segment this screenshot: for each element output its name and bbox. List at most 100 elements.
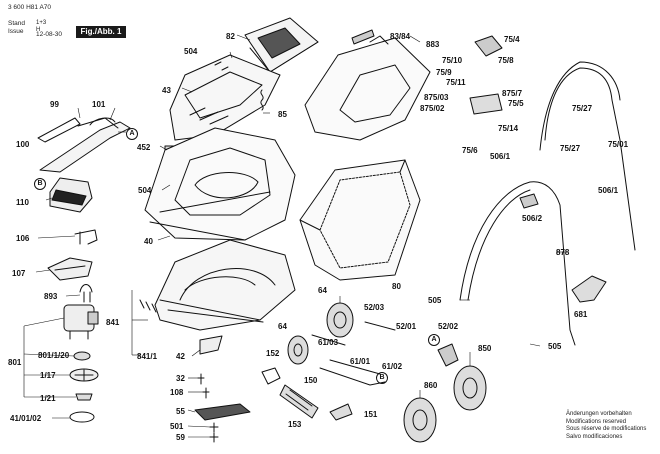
callout-82[interactable]: 82	[226, 32, 235, 41]
callout-504-top[interactable]: 504	[184, 47, 198, 56]
handle-switch-part	[469, 35, 503, 115]
callout-452[interactable]: 452	[137, 143, 151, 152]
callout-99[interactable]: 99	[50, 100, 59, 109]
callout-52-01[interactable]: 52/01	[396, 322, 417, 331]
callout-75-27-mid[interactable]: 75/27	[560, 144, 581, 153]
callout-75-6[interactable]: 75/6	[462, 146, 478, 155]
callout-860[interactable]: 860	[424, 381, 438, 390]
callout-504-mid[interactable]: 504	[138, 186, 152, 195]
deck-part	[139, 239, 296, 331]
callout-875-03[interactable]: 875/03	[424, 93, 449, 102]
callout-75-14[interactable]: 75/14	[498, 124, 519, 133]
callout-75-01[interactable]: 75/01	[608, 140, 629, 149]
callout-875-02[interactable]: 875/02	[420, 104, 445, 113]
fan-part	[69, 368, 99, 382]
callout-B-right[interactable]: B	[376, 372, 388, 384]
wheel-rear-left-part	[287, 335, 309, 365]
wheel-front-left-part	[326, 302, 354, 338]
wheel-front-right-part	[453, 365, 487, 411]
callout-55[interactable]: 55	[176, 407, 185, 416]
callout-506-1-top[interactable]: 506/1	[490, 152, 511, 161]
callout-875-7[interactable]: 875/7	[502, 89, 523, 98]
bracket-part	[79, 284, 93, 303]
callout-42[interactable]: 42	[176, 352, 185, 361]
callout-64-top[interactable]: 64	[318, 286, 327, 295]
callout-883[interactable]: 883	[426, 40, 440, 49]
callout-75-27-top[interactable]: 75/27	[572, 104, 593, 113]
callout-40[interactable]: 40	[144, 237, 153, 246]
key-symbols: 1+3 H	[36, 20, 47, 33]
callout-841-1[interactable]: 841/1	[137, 352, 158, 361]
figure-badge: Fig./Abb. 1	[76, 26, 126, 38]
callout-101[interactable]: 101	[92, 100, 106, 109]
callout-61-02[interactable]: 61/02	[382, 362, 403, 371]
callout-A-right[interactable]: A	[428, 334, 440, 346]
blade-part	[194, 373, 251, 443]
grass-box-part	[299, 159, 421, 281]
callout-41-01-02[interactable]: 41/01/02	[10, 414, 42, 423]
callout-75-4[interactable]: 75/4	[504, 35, 520, 44]
control-panel-part	[244, 17, 319, 73]
grass-box-cover-part	[304, 35, 431, 141]
issue-label: Issue	[8, 28, 24, 35]
callout-506-2[interactable]: 506/2	[522, 214, 543, 223]
callout-75-9[interactable]: 75/9	[436, 68, 452, 77]
callout-893[interactable]: 893	[44, 292, 58, 301]
callout-841[interactable]: 841	[106, 318, 120, 327]
callout-52-03[interactable]: 52/03	[364, 303, 385, 312]
spring-part	[260, 89, 264, 111]
callout-80[interactable]: 80	[392, 282, 401, 291]
callout-878[interactable]: 878	[556, 248, 570, 257]
callout-801-1-20[interactable]: 801/1/20	[38, 351, 70, 360]
callout-110[interactable]: 110	[16, 198, 29, 207]
callout-64-lower[interactable]: 64	[278, 322, 287, 331]
callout-43[interactable]: 43	[162, 86, 171, 95]
notice-line-en: Modifications reserved	[566, 418, 627, 425]
callout-850[interactable]: 850	[478, 344, 492, 353]
document-number: 3 600 H81 A70	[8, 4, 52, 11]
callout-85[interactable]: 85	[278, 110, 287, 119]
notice-line-es: Salvo modificaciones	[566, 433, 623, 440]
roller-cap-part	[329, 403, 353, 421]
flap-part	[199, 335, 223, 355]
callout-32[interactable]: 32	[176, 374, 185, 383]
callout-A-left[interactable]: A	[126, 128, 138, 140]
roller-part	[279, 384, 319, 419]
callout-501[interactable]: 501	[170, 422, 184, 431]
callout-75-10[interactable]: 75/10	[442, 56, 463, 65]
callout-59[interactable]: 59	[176, 433, 185, 442]
callout-83-84[interactable]: 83/84	[390, 32, 411, 41]
callout-61-03[interactable]: 61/03	[318, 338, 339, 347]
callout-505-right[interactable]: 505	[548, 342, 562, 351]
handle-grip-part	[351, 29, 375, 45]
callout-152[interactable]: 152	[266, 349, 280, 358]
callout-153[interactable]: 153	[288, 420, 302, 429]
callout-100[interactable]: 100	[16, 140, 30, 149]
cable-clip-part	[49, 177, 93, 213]
callout-61-01[interactable]: 61/01	[350, 357, 371, 366]
callout-1-21[interactable]: 1/21	[40, 394, 56, 403]
callout-75-5[interactable]: 75/5	[508, 99, 524, 108]
notice-line-de: Änderungen vorbehalten	[566, 411, 632, 417]
callout-506-1-right[interactable]: 506/1	[598, 186, 619, 195]
callout-1-17[interactable]: 1/17	[40, 371, 56, 380]
callout-108[interactable]: 108	[170, 388, 184, 397]
callout-150[interactable]: 150	[304, 376, 318, 385]
callout-151[interactable]: 151	[364, 410, 378, 419]
callout-106[interactable]: 106	[16, 234, 30, 243]
base-plate-part	[47, 257, 93, 281]
callout-B-left[interactable]: B	[34, 178, 46, 190]
callout-107[interactable]: 107	[12, 269, 26, 278]
issue-date: 12-08-30	[36, 31, 63, 38]
clip-part	[571, 275, 607, 303]
callout-505-left[interactable]: 505	[428, 296, 442, 305]
callout-75-8[interactable]: 75/8	[498, 56, 514, 65]
callout-681[interactable]: 681	[574, 310, 588, 319]
modification-notice: Änderungen vorbehalten Modifications res…	[566, 411, 646, 441]
callout-75-11[interactable]: 75/11	[446, 78, 466, 87]
clamp-part	[74, 229, 98, 245]
ring-part	[75, 393, 93, 401]
callout-801[interactable]: 801	[8, 358, 22, 367]
lever-part	[437, 343, 459, 367]
callout-52-02[interactable]: 52/02	[438, 322, 459, 331]
